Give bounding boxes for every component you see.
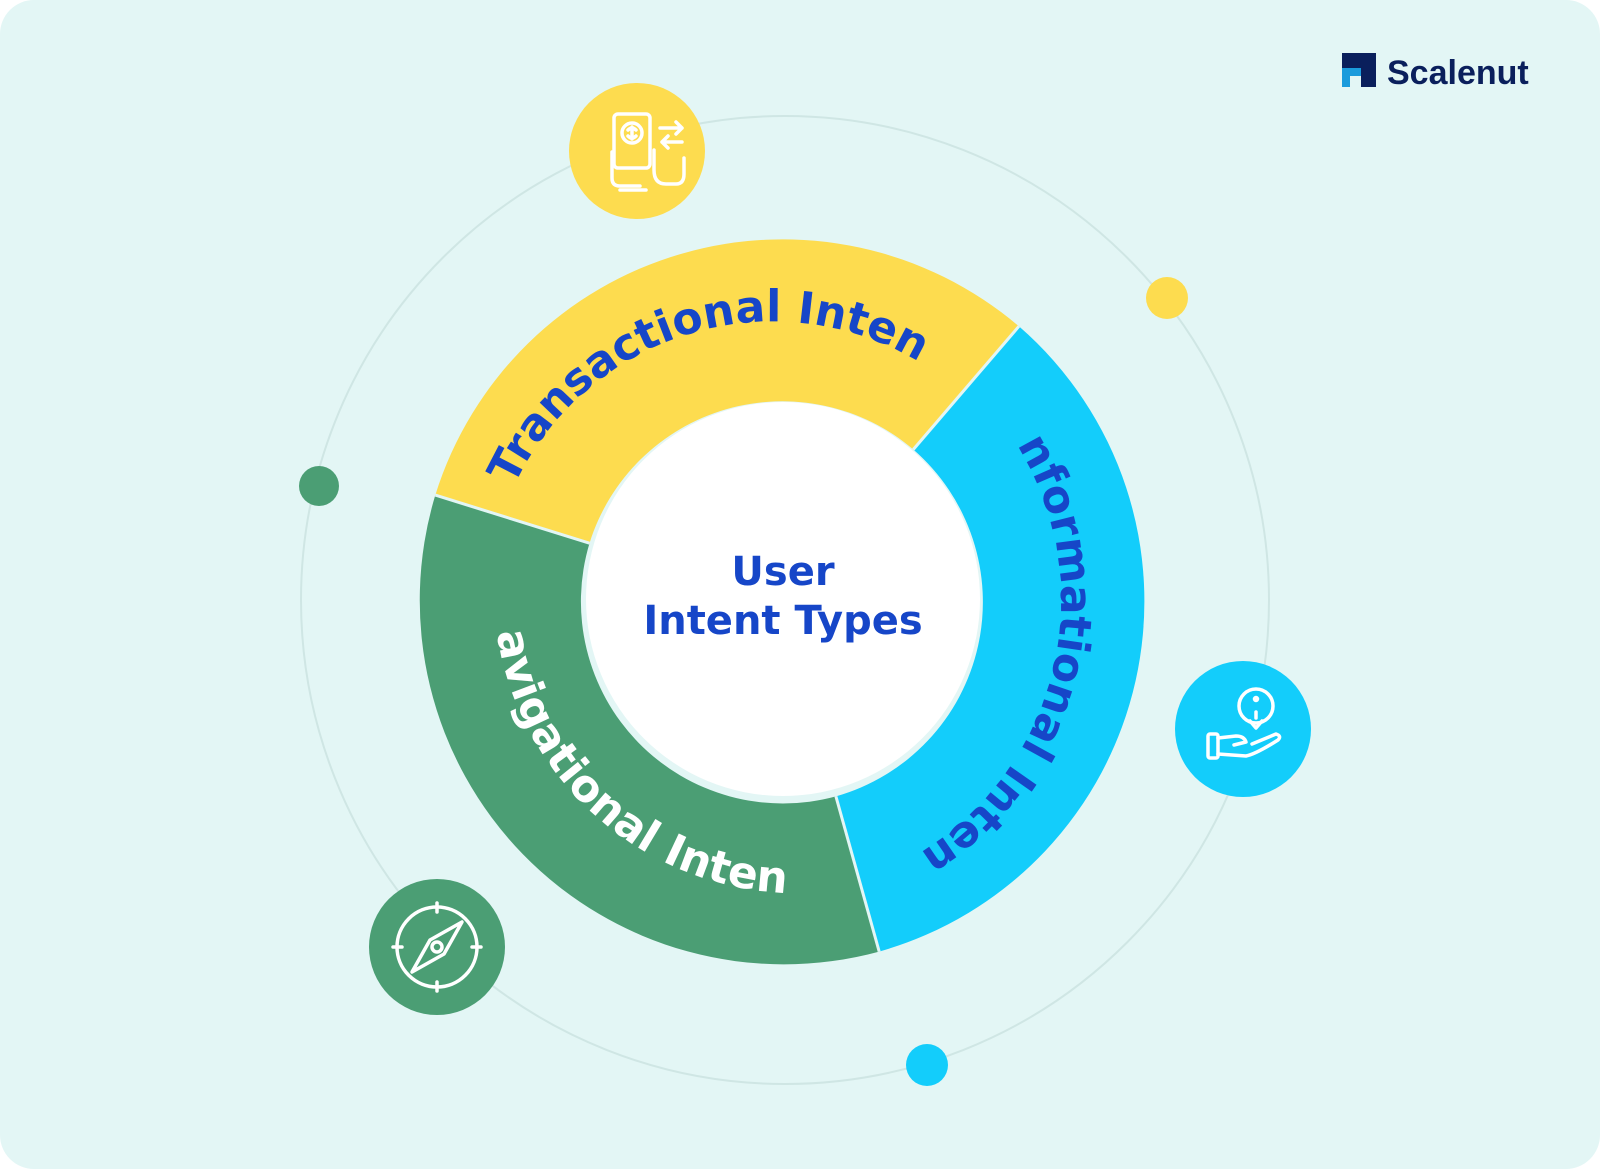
orbit-dot-blue <box>906 1044 948 1086</box>
center-title-line1: User <box>731 549 834 595</box>
scalenut-logo: Scalenut <box>1342 53 1529 92</box>
brand-name: Scalenut <box>1387 54 1529 92</box>
center-title-line2: Intent Types <box>643 598 922 644</box>
segment-navigational <box>419 495 880 965</box>
payment-transfer-icon <box>569 83 705 219</box>
segment-transactional <box>435 239 1019 544</box>
segment-informational <box>835 326 1145 952</box>
separator-line <box>912 325 1021 451</box>
compass-icon <box>369 879 505 1015</box>
separator-line <box>834 795 881 953</box>
center-circle <box>586 402 980 796</box>
information-hand-icon <box>1175 661 1311 797</box>
scalenut-logo-icon <box>1342 53 1376 87</box>
orbit-dot-yellow <box>1146 277 1188 319</box>
orbit-dot-green <box>299 466 339 506</box>
separator-line <box>434 493 590 545</box>
orbit-ring <box>300 115 1270 1085</box>
